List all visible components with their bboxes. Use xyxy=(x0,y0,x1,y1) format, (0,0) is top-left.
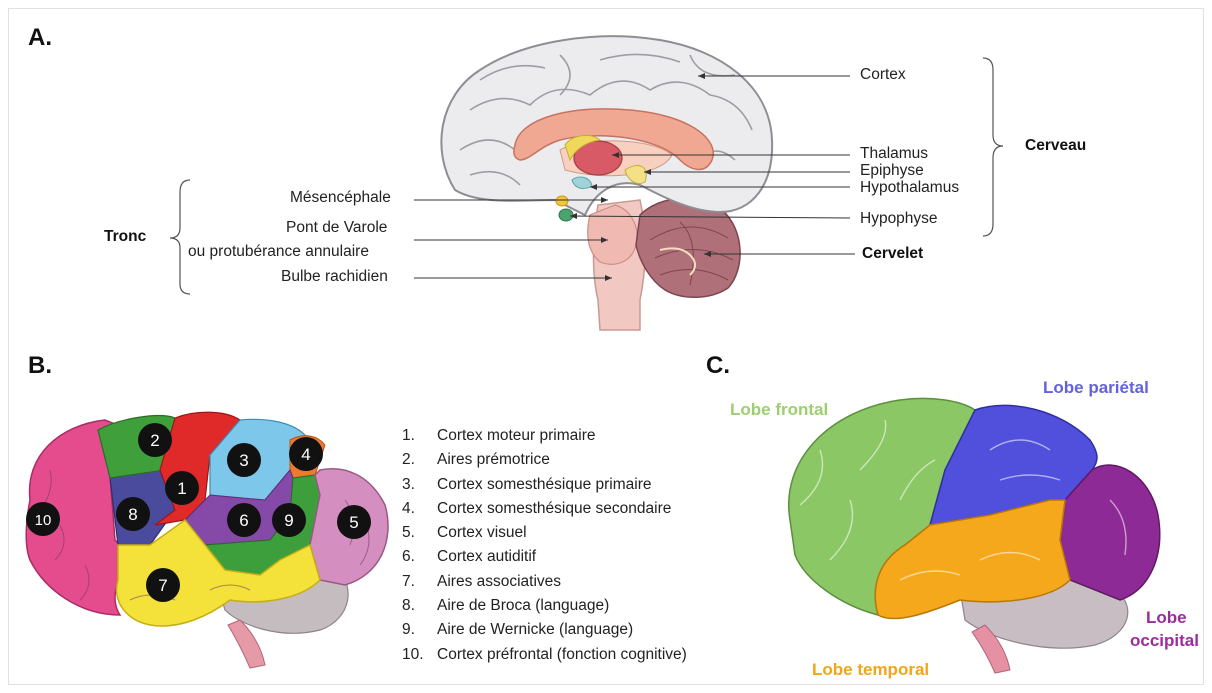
legend-item: 8.Aire de Broca (language) xyxy=(402,594,687,618)
panel-a-letter: A. xyxy=(28,24,52,52)
label-lobe-occipital-line2: occipital xyxy=(1130,631,1199,651)
legend-item: 3.Cortex somesthésique primaire xyxy=(402,473,687,497)
label-protuberance-annulaire: ou protubérance annulaire xyxy=(188,243,369,261)
label-hypophyse: Hypophyse xyxy=(860,210,938,228)
functional-brain-drawing xyxy=(26,412,388,668)
legend-item: 1.Cortex moteur primaire xyxy=(402,424,687,448)
svg-text:9: 9 xyxy=(284,511,293,530)
legend-item: 10.Cortex préfrontal (fonction cognitive… xyxy=(402,643,687,667)
label-thalamus: Thalamus xyxy=(860,145,928,163)
legend-item: 4.Cortex somesthésique secondaire xyxy=(402,497,687,521)
area-marker-5: 5 xyxy=(337,505,371,539)
lobes-brain-drawing xyxy=(789,398,1160,673)
label-lobe-occipital-line1: Lobe xyxy=(1146,608,1187,628)
label-hypothalamus: Hypothalamus xyxy=(860,179,959,197)
legend-item: 7.Aires associatives xyxy=(402,570,687,594)
area-marker-10: 10 xyxy=(26,502,60,536)
cerveau-brace xyxy=(983,58,1003,236)
svg-text:2: 2 xyxy=(150,431,159,450)
tronc-brace xyxy=(170,180,190,294)
svg-text:3: 3 xyxy=(239,451,248,470)
label-cortex: Cortex xyxy=(860,66,906,84)
label-mesencephale: Mésencéphale xyxy=(290,189,391,207)
svg-text:10: 10 xyxy=(35,512,52,529)
area-marker-9: 9 xyxy=(272,503,306,537)
label-tronc: Tronc xyxy=(104,228,146,246)
area-marker-6: 6 xyxy=(227,503,261,537)
label-pont-de-varole: Pont de Varole xyxy=(286,219,387,237)
label-lobe-temporal: Lobe temporal xyxy=(812,660,929,680)
legend-item: 6.Cortex autiditif xyxy=(402,545,687,569)
area-marker-4: 4 xyxy=(289,437,323,471)
svg-text:8: 8 xyxy=(128,505,137,524)
legend-item: 9.Aire de Wernicke (language) xyxy=(402,618,687,642)
label-cerveau: Cerveau xyxy=(1025,137,1086,155)
panel-b-letter: B. xyxy=(28,352,52,380)
area-marker-3: 3 xyxy=(227,443,261,477)
label-lobe-frontal: Lobe frontal xyxy=(730,400,828,420)
svg-text:1: 1 xyxy=(177,479,186,498)
svg-text:4: 4 xyxy=(301,445,310,464)
label-epiphyse: Epiphyse xyxy=(860,162,924,180)
area-marker-2: 2 xyxy=(138,423,172,457)
svg-text:6: 6 xyxy=(239,511,248,530)
sagittal-brain-drawing xyxy=(441,36,772,330)
label-cervelet: Cervelet xyxy=(862,245,923,263)
area-marker-7: 7 xyxy=(146,568,180,602)
area-marker-1: 1 xyxy=(165,471,199,505)
legend-item: 2.Aires prémotrice xyxy=(402,448,687,472)
panel-c-letter: C. xyxy=(706,352,730,380)
legend-item: 5.Cortex visuel xyxy=(402,521,687,545)
functional-areas-legend: 1.Cortex moteur primaire 2.Aires prémotr… xyxy=(402,424,687,667)
label-bulbe-rachidien: Bulbe rachidien xyxy=(281,268,388,286)
svg-text:5: 5 xyxy=(349,513,358,532)
area-marker-8: 8 xyxy=(116,497,150,531)
label-lobe-parietal: Lobe pariétal xyxy=(1043,378,1149,398)
svg-text:7: 7 xyxy=(158,576,167,595)
